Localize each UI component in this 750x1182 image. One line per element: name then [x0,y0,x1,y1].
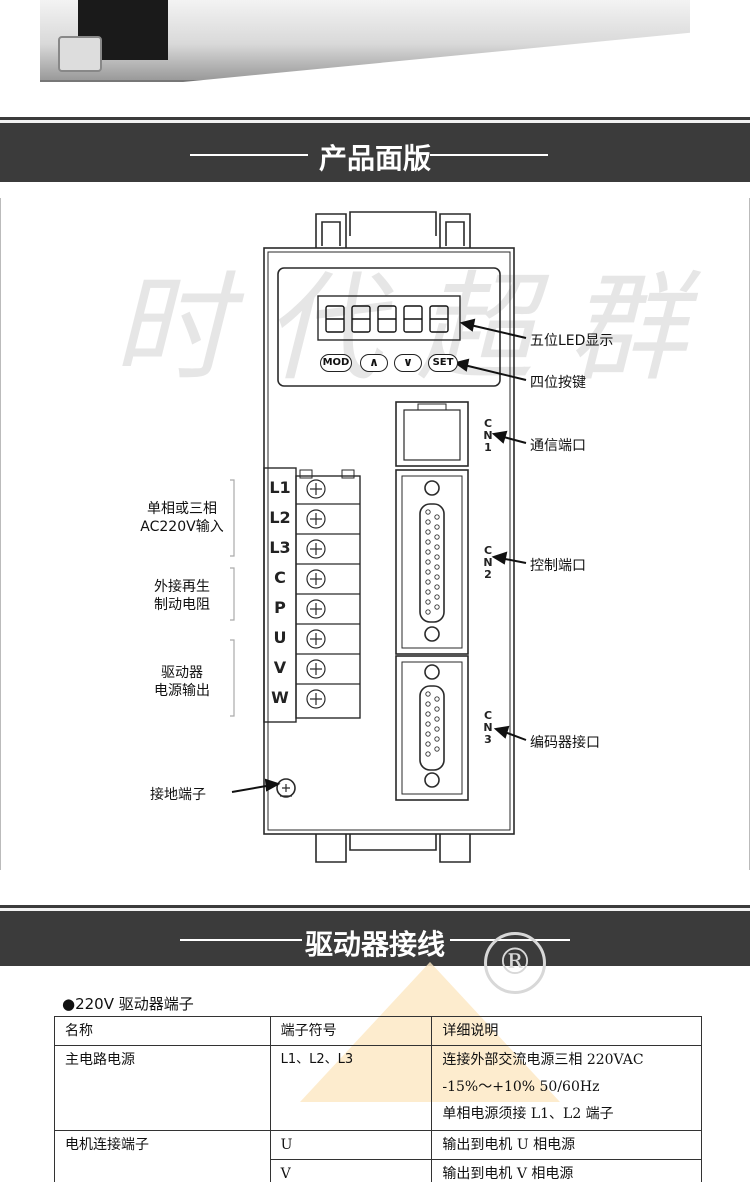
header-desc: 详细说明 [431,1016,702,1046]
up-key: ∧ [360,354,388,372]
terminal-v: V [273,658,287,677]
cn2-char-c: C [483,544,493,557]
cn1-char-1: 1 [484,441,492,454]
cn1-char-n: N [483,429,493,442]
cn3-char-3: 3 [484,733,492,746]
header-name: 名称 [54,1016,271,1046]
cn2-label: 控制端口 [530,558,586,574]
mounting-foot [58,36,102,72]
ground-label: 接地端子 [150,787,206,803]
terminal-l1: L1 [269,478,291,497]
cell-symbol: L1、L2、L3 [269,1045,433,1131]
cn3-label: 编码器接口 [530,735,600,751]
cn2-char-n: N [483,556,493,569]
mod-key: MOD [320,354,352,372]
title-rule-right [430,154,548,156]
title-rule-left [180,939,302,941]
keys-label: 四位按键 [530,375,586,391]
terminal-p: P [274,598,286,617]
panel-section-banner: 产品面版 [0,120,750,182]
title-rule-left [190,154,308,156]
table-row: 主电路电源 L1、L2、L3 连接外部交流电源三相 220VAC -15%～+1… [54,1045,702,1131]
product-photo [0,0,750,118]
table-row: 电机连接端子 U 输出到电机 U 相电源 [54,1130,702,1182]
table-subtitle: ●220V 驱动器端子 [62,995,194,1013]
display-label: 五位LED显示 [530,333,614,349]
wiring-section-banner: 驱动器接线 [0,908,750,966]
output-label-line1: 驱动器 [161,665,203,681]
cn1-char-c: C [483,417,493,430]
terminal-l3: L3 [269,538,291,557]
desc-line: -15%～+10% 50/60Hz [442,1079,600,1095]
terminal-w: W [271,688,289,707]
set-key: SET [428,354,458,372]
brake-resistor-label-line2: 制动电阻 [154,597,210,613]
wiring-section-title: 驱动器接线 [304,928,445,961]
down-key: ∨ [394,354,422,372]
table-row: V 输出到电机 V 相电源 [55,1159,702,1182]
terminal-u: U [273,628,287,647]
cn3-char-n: N [483,721,493,734]
power-input-label-line1: 单相或三相 [147,501,217,517]
registered-mark: ® [484,932,546,994]
terminal-table: 名称 端子符号 详细说明 主电路电源 L1、L2、L3 连接外部交流电源三相 2… [54,1016,702,1182]
cn1-label: 通信端口 [530,438,586,454]
table-header-row: 名称 端子符号 详细说明 [54,1016,702,1046]
cn3-char-c: C [483,709,493,722]
terminal-c: C [274,568,286,587]
brake-resistor-label-line1: 外接再生 [154,579,210,595]
cell-symbol: U [269,1130,433,1160]
cn2-char-2: 2 [484,568,492,581]
front-panel-diagram [0,198,750,870]
output-label-line2: 电源输出 [154,683,210,699]
desc-line: 单相电源须接 L1、L2 端子 [442,1106,614,1122]
panel-section-title: 产品面版 [318,142,431,175]
cell-name: 主电路电源 [54,1045,271,1131]
cell-desc: 输出到电机 U 相电源 [431,1130,702,1160]
cell-desc: 输出到电机 V 相电源 [431,1159,702,1182]
terminal-l2: L2 [269,508,291,527]
cell-desc: 连接外部交流电源三相 220VAC -15%～+10% 50/60Hz 单相电源… [431,1045,702,1131]
cell-symbol: V [269,1159,433,1182]
header-symbol: 端子符号 [269,1016,433,1046]
watermark-text: 时代超群 [112,259,721,397]
desc-line: 连接外部交流电源三相 220VAC [442,1052,644,1068]
power-input-label-line2: AC220V输入 [140,519,224,535]
cell-name: 电机连接端子 [54,1130,271,1182]
